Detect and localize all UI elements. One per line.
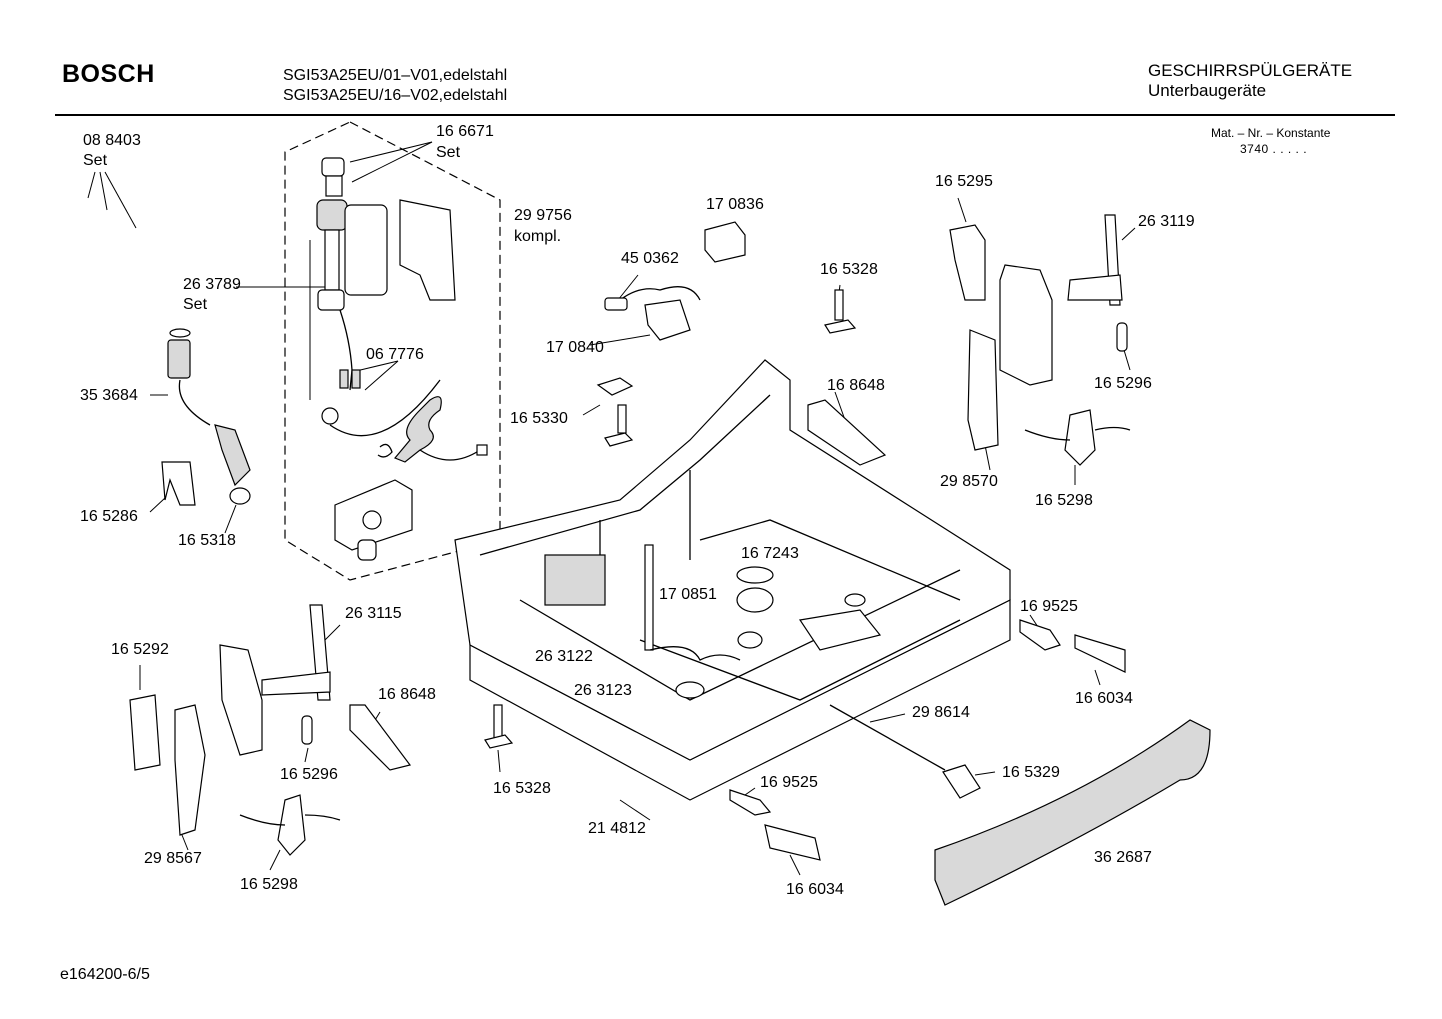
connector-parts — [596, 221, 857, 447]
part-label-298570: 29 8570 — [940, 473, 998, 490]
base-tub — [454, 359, 1011, 801]
part-label-067776: 06 7776 — [366, 346, 424, 363]
part-label-263122: 26 3122 — [535, 648, 593, 665]
part-label-298614: 29 8614 — [912, 704, 970, 721]
part-label-166671-set: Set — [436, 144, 461, 161]
part-label-165328-top: 16 5328 — [820, 261, 878, 278]
part-label-299756: 29 9756 — [514, 207, 572, 224]
part-label-165296-left: 16 5296 — [280, 766, 338, 783]
part-label-165292: 16 5292 — [111, 641, 169, 658]
brand-logo: BOSCH — [62, 60, 155, 88]
front-panel-part — [934, 719, 1211, 906]
inlet-hose-parts — [161, 328, 251, 506]
valve-assembly-group-outline — [284, 121, 501, 581]
part-label-165296-right: 16 5296 — [1094, 375, 1152, 392]
part-label-169525-bottom: 16 9525 — [760, 774, 818, 791]
drawing-id: e164200-6/5 — [60, 966, 150, 983]
part-label-263115: 26 3115 — [345, 605, 402, 622]
category-subtitle: Unterbaugeräte — [1148, 81, 1267, 100]
model-line-2: SGI53A25EU/16–V02,edelstahl — [283, 87, 508, 104]
part-label-165330: 16 5330 — [510, 410, 568, 427]
part-label-298567: 29 8567 — [144, 850, 202, 867]
part-label-166671: 16 6671 — [436, 123, 494, 140]
part-label-165318: 16 5318 — [178, 532, 236, 549]
part-label-165329: 16 5329 — [1002, 764, 1060, 781]
part-label-353684: 35 3684 — [80, 387, 138, 404]
left-lower-parts — [129, 604, 412, 856]
part-label-165286: 16 5286 — [80, 508, 138, 525]
part-label-263119: 26 3119 — [1138, 213, 1195, 230]
part-label-170836: 17 0836 — [706, 196, 764, 213]
part-label-167243: 16 7243 — [741, 545, 799, 562]
right-side-parts — [807, 214, 1131, 799]
part-label-166034-bottom: 16 6034 — [786, 881, 844, 898]
part-label-088403-set: Set — [83, 152, 108, 169]
valve-assembly-parts — [316, 157, 488, 561]
part-label-299756-kompl: kompl. — [514, 228, 562, 245]
bottom-center-parts — [484, 704, 821, 861]
mat-nr-label: Mat. – Nr. – Konstante — [1211, 126, 1331, 140]
part-label-168648-left: 16 8648 — [378, 686, 436, 703]
part-label-362687: 36 2687 — [1094, 849, 1152, 866]
part-label-263789-set: Set — [183, 296, 208, 313]
part-label-165328-bottom: 16 5328 — [493, 780, 551, 797]
part-label-166034-right: 16 6034 — [1075, 690, 1133, 707]
part-label-263789: 26 3789 — [183, 276, 241, 293]
part-label-169525-right: 16 9525 — [1020, 598, 1078, 615]
part-label-165295: 16 5295 — [935, 173, 993, 190]
part-label-165298-right: 16 5298 — [1035, 492, 1093, 509]
part-label-170851: 17 0851 — [659, 586, 717, 603]
category-title: GESCHIRRSPÜLGERÄTE — [1148, 61, 1353, 80]
part-label-450362: 45 0362 — [621, 250, 679, 267]
mat-nr-value: 3740 . . . . . — [1240, 142, 1308, 156]
part-label-165298-left: 16 5298 — [240, 876, 298, 893]
header-rule — [55, 114, 1395, 116]
part-label-170840: 17 0840 — [546, 339, 604, 356]
part-label-088403: 08 8403 — [83, 132, 141, 149]
model-line-1: SGI53A25EU/01–V01,edelstahl — [283, 67, 508, 84]
part-label-168648-right: 16 8648 — [827, 377, 885, 394]
part-label-214812: 21 4812 — [588, 820, 646, 837]
part-label-263123: 26 3123 — [574, 682, 632, 699]
